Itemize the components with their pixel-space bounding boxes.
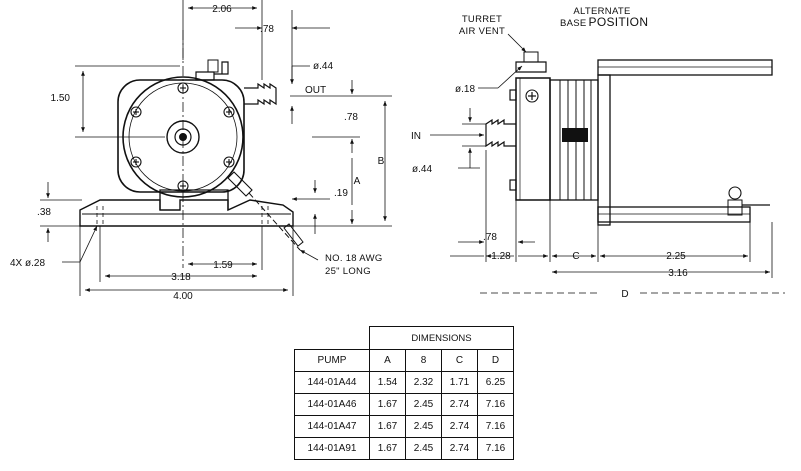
inlet-barb <box>485 118 516 148</box>
pump-housing <box>117 79 245 193</box>
front-view <box>79 59 304 251</box>
cell-b: 2.45 <box>405 437 442 460</box>
dim-center-to-outlet: .78 <box>344 112 358 123</box>
side-screw <box>525 89 539 103</box>
header-b: 8 <box>405 349 442 372</box>
dim-center-x: 1.59 <box>213 260 233 271</box>
wire-note-line1: NO. 18 AWG <box>325 253 383 264</box>
header-d: D <box>477 349 514 372</box>
cell-a: 1.67 <box>369 393 406 416</box>
cell-c: 2.74 <box>441 393 478 416</box>
dimensions-table: DIMENSIONS PUMP A 8 C D 144-01A44 1.54 2… <box>294 326 514 460</box>
dim-a: A <box>354 176 361 187</box>
table-row: 144-01A44 1.54 2.32 1.71 6.25 <box>294 371 514 394</box>
cell-a: 1.54 <box>369 371 406 394</box>
dim-inlet-offset: .78 <box>483 232 497 243</box>
dim-base-depth: 2.25 <box>666 251 686 262</box>
front-labels: 2.06 .78 ø.44 OUT 1.50 .78 A B .38 .19 4… <box>10 4 385 302</box>
front-dimension-lines <box>40 0 392 296</box>
cell-pump: 144-01A91 <box>294 437 370 460</box>
dim-base-thickness: .38 <box>37 207 51 218</box>
side-dimension-lines <box>430 33 785 294</box>
label-in: IN <box>411 131 421 142</box>
cell-d: 7.16 <box>477 393 514 416</box>
label-turret-line2: AIR VENT <box>459 26 505 37</box>
table-row: 144-01A46 1.67 2.45 2.74 7.16 <box>294 393 514 416</box>
cell-pump: 144-01A47 <box>294 415 370 438</box>
wire-lead <box>227 171 253 197</box>
dim-holes: 4X ø.28 <box>10 258 45 269</box>
dim-1-50: 1.50 <box>51 93 71 104</box>
dim-outlet-offset: .78 <box>260 24 274 35</box>
label-alt-suffix: POSITION <box>589 15 649 29</box>
dim-overall-base: 3.16 <box>668 268 688 279</box>
dim-inlet-dia: ø.44 <box>412 164 432 175</box>
cell-pump: 144-01A44 <box>294 371 370 394</box>
dim-hole-spacing: 3.18 <box>171 272 191 283</box>
table-row: 144-01A91 1.67 2.45 2.74 7.16 <box>294 437 514 460</box>
label-out: OUT <box>305 85 326 96</box>
cell-d: 6.25 <box>477 371 514 394</box>
cell-c: 2.74 <box>441 437 478 460</box>
dim-2-06: 2.06 <box>212 4 232 15</box>
cell-b: 2.45 <box>405 393 442 416</box>
dim-base-width: 4.00 <box>173 291 193 302</box>
dim-vent-dia: ø.18 <box>455 84 475 95</box>
base-bottom <box>597 206 751 223</box>
label-alt-prefix: BASE <box>560 18 587 29</box>
dim-depth: 1.28 <box>491 251 511 262</box>
side-motor-body <box>549 79 599 201</box>
dim-d: D <box>621 289 628 300</box>
header-pump: PUMP <box>294 349 370 372</box>
front-base-plate <box>79 199 294 227</box>
dim-wire-offset: .19 <box>334 188 348 199</box>
cell-a: 1.67 <box>369 437 406 460</box>
label-turret-line1: TURRET <box>462 14 502 25</box>
table-row: 144-01A47 1.67 2.45 2.74 7.16 <box>294 415 514 438</box>
cell-d: 7.16 <box>477 415 514 438</box>
table-title: DIMENSIONS <box>369 326 514 350</box>
wire-note-line2: 25" LONG <box>325 266 371 277</box>
header-a: A <box>369 349 406 372</box>
cell-a: 1.67 <box>369 415 406 438</box>
side-view <box>485 51 773 226</box>
cell-b: 2.32 <box>405 371 442 394</box>
cell-c: 1.71 <box>441 371 478 394</box>
dim-c: C <box>572 251 579 262</box>
cell-c: 2.74 <box>441 415 478 438</box>
dim-b: B <box>378 156 385 167</box>
cell-b: 2.45 <box>405 415 442 438</box>
cell-pump: 144-01A46 <box>294 393 370 416</box>
table-blank-cell <box>294 326 370 350</box>
table-title-row: DIMENSIONS <box>294 326 514 350</box>
dim-outlet-dia: ø.44 <box>313 61 333 72</box>
bracket-vertical <box>597 74 611 226</box>
outlet-barb <box>244 82 277 106</box>
cell-d: 7.16 <box>477 437 514 460</box>
front-vent-turret <box>195 61 229 81</box>
table-header-row: PUMP A 8 C D <box>294 349 514 372</box>
alt-base-top <box>597 59 773 76</box>
header-c: C <box>441 349 478 372</box>
label-alt-line1: ALTERNATE <box>573 6 630 17</box>
